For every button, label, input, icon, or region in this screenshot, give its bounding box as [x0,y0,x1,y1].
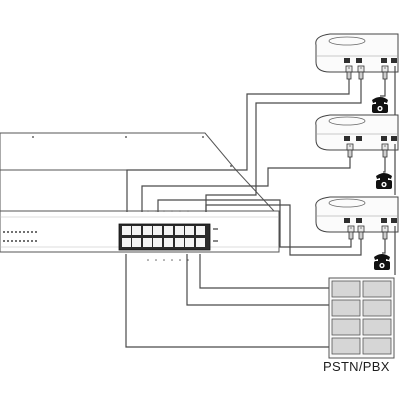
pstn-pbx-label: PSTN/PBX [323,359,390,374]
telephone-1-icon [372,97,388,113]
cable-to-unit-3 [157,199,352,248]
cable-to-unit-2 [141,150,351,212]
cable-to-pbx-3 [125,254,330,348]
switch-port-block [118,223,211,251]
status-leds [3,231,37,242]
pstn-pbx-panel [328,277,395,359]
telephone-2-icon [376,173,392,189]
desktop-unit-1 [315,33,399,118]
desktop-unit-2 [315,114,399,195]
cable-to-pbx-2 [199,254,330,289]
telephone-3-icon [374,254,390,270]
cable-to-pbx-1 [186,254,330,306]
cables [125,78,362,348]
cable-to-unit-1b [205,78,362,212]
cable-to-unit-1 [126,78,350,212]
rack-switch [0,132,280,261]
desktop-unit-3 [315,196,399,275]
cable-to-unit-3b [205,204,362,256]
